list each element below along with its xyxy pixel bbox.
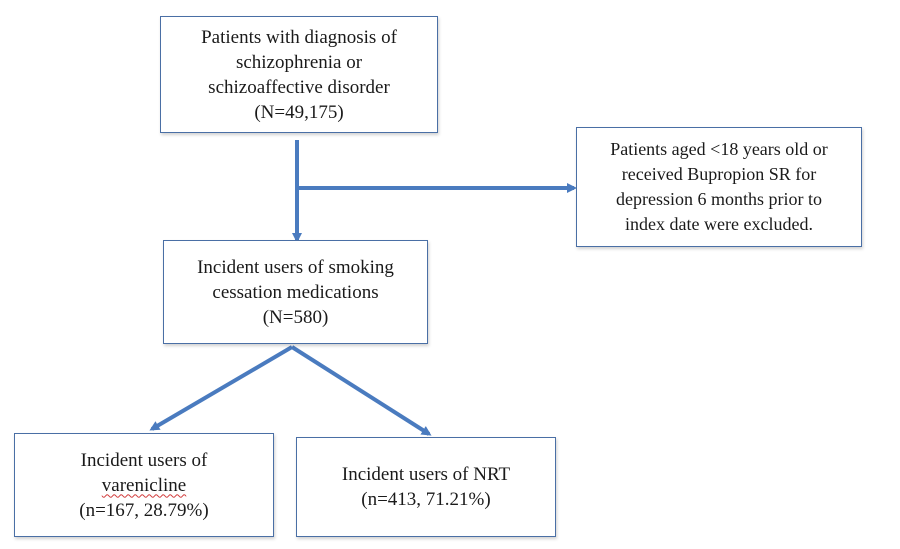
- box-incident-users-line-1: Incident users of smoking: [197, 256, 394, 278]
- box-varenicline-line-3: (n=167, 28.79%): [79, 499, 209, 521]
- box-exclusion-line-1: Patients aged <18 years old or: [610, 139, 828, 159]
- box-exclusion-line-4: index date were excluded.: [625, 214, 813, 234]
- arrow-middle-to-left: [149, 345, 294, 431]
- box-varenicline: Incident users of varenicline (n=167, 28…: [14, 433, 274, 537]
- box-nrt-line-2: (n=413, 71.21%): [361, 489, 491, 510]
- box-incident-users: Incident users of smoking cessation medi…: [163, 240, 428, 344]
- box-nrt: Incident users of NRT (n=413, 71.21%): [296, 437, 556, 537]
- box-exclusion: Patients aged <18 years old or received …: [576, 127, 862, 247]
- box-exclusion-line-2: received Bupropion SR for: [621, 164, 817, 184]
- box-all-patients-line-1: Patients with diagnosis of: [201, 26, 397, 48]
- box-nrt-line-1: Incident users of NRT: [341, 464, 511, 485]
- box-all-patients: Patients with diagnosis of schizophrenia…: [160, 16, 438, 133]
- box-all-patients-line-3: schizoaffective disorder: [208, 76, 390, 98]
- box-exclusion-line-3: depression 6 months prior to: [616, 189, 822, 209]
- box-incident-users-line-3: (N=580): [262, 306, 329, 328]
- box-all-patients-line-2: schizophrenia or: [235, 51, 363, 73]
- box-incident-users-line-2: cessation medications: [212, 281, 379, 303]
- box-varenicline-line-2: varenicline: [101, 474, 187, 496]
- arrow-middle-to-right: [290, 345, 432, 436]
- box-all-patients-line-4: (N=49,175): [254, 101, 344, 123]
- box-varenicline-line-1: Incident users of: [80, 449, 208, 471]
